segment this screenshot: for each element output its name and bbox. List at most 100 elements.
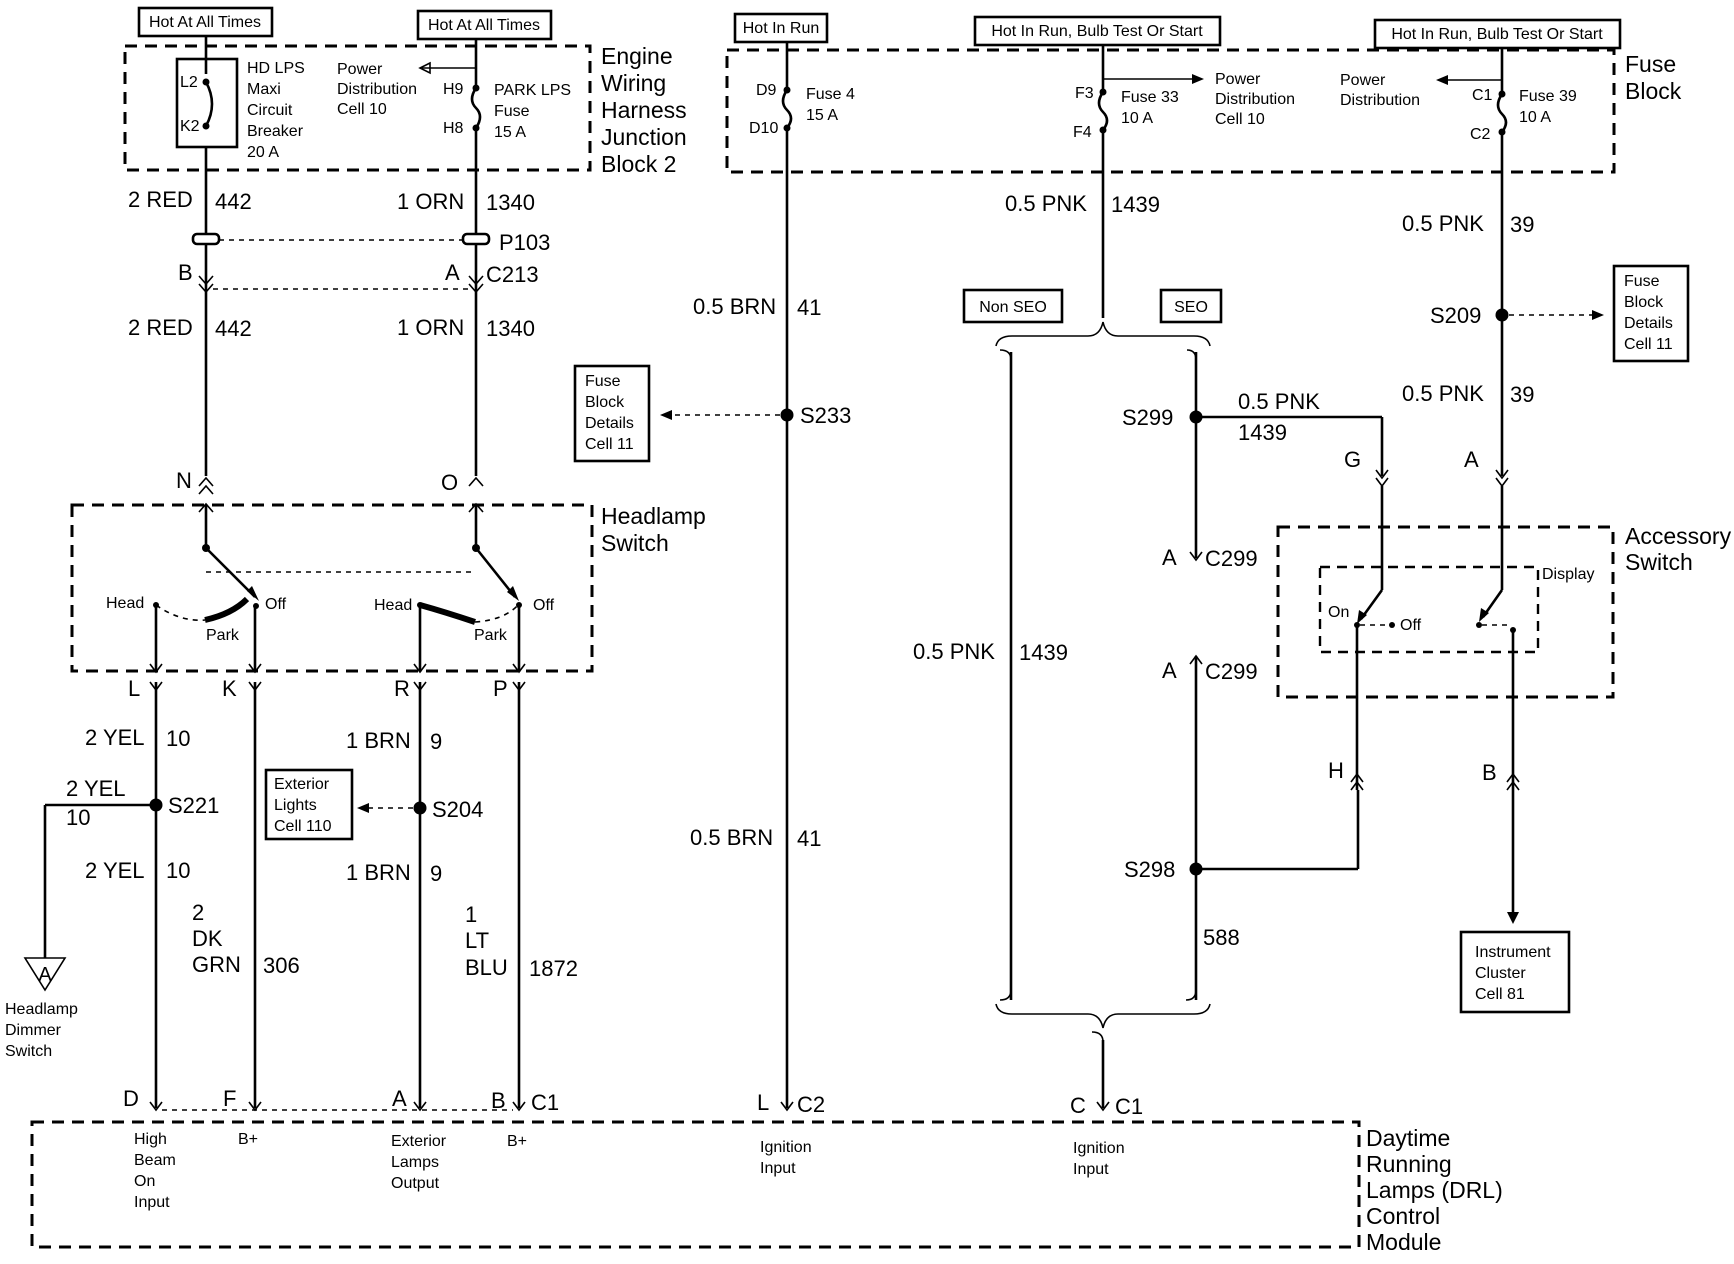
svg-text:L2: L2 [180, 74, 198, 91]
accessory-inner-box [1318, 565, 1540, 654]
svg-text:1872: 1872 [529, 956, 578, 981]
accessory-switch-box [1276, 525, 1615, 699]
svg-text:9: 9 [430, 861, 442, 886]
svg-text:F4: F4 [1073, 124, 1092, 141]
svg-text:41: 41 [797, 826, 821, 851]
svg-text:Fuse 415 A: Fuse 415 A [806, 86, 855, 124]
svg-text:B+: B+ [507, 1133, 527, 1150]
svg-text:0.5 PNK: 0.5 PNK [1402, 381, 1484, 406]
svg-text:Display: Display [1542, 566, 1594, 583]
svg-text:D9: D9 [756, 82, 777, 99]
svg-text:K: K [222, 676, 237, 701]
svg-text:1340: 1340 [486, 316, 535, 341]
svg-text:Head: Head [106, 595, 144, 612]
svg-text:1 ORN: 1 ORN [397, 189, 464, 214]
svg-text:0.5 PNK: 0.5 PNK [1005, 191, 1087, 216]
svg-text:L: L [757, 1090, 769, 1115]
svg-text:1 ORN: 1 ORN [397, 315, 464, 340]
svg-text:10: 10 [166, 726, 190, 751]
svg-text:0.5 PNK: 0.5 PNK [1238, 389, 1320, 414]
svg-text:B: B [178, 260, 193, 285]
svg-text:A: A [1464, 447, 1479, 472]
svg-text:O: O [441, 470, 458, 495]
svg-text:Hot At All Times: Hot At All Times [149, 14, 261, 31]
svg-text:Park: Park [206, 627, 240, 644]
svg-text:R: R [394, 676, 410, 701]
svg-text:C1: C1 [1472, 87, 1493, 104]
headlamp-switch-box [70, 503, 594, 673]
svg-text:A: A [445, 260, 460, 285]
svg-text:C299: C299 [1205, 659, 1258, 684]
svg-text:39: 39 [1510, 382, 1534, 407]
svg-text:S221: S221 [168, 793, 219, 818]
svg-text:S204: S204 [432, 797, 483, 822]
svg-text:0.5 BRN: 0.5 BRN [693, 294, 776, 319]
svg-text:2 RED: 2 RED [128, 187, 193, 212]
svg-text:C1: C1 [1115, 1094, 1143, 1119]
svg-text:Off: Off [265, 596, 287, 613]
svg-text:H8: H8 [443, 120, 464, 137]
svg-text:1439: 1439 [1019, 640, 1068, 665]
drl-module-box [30, 1120, 1361, 1249]
svg-text:39: 39 [1510, 212, 1534, 237]
headlamp-dimmer-connector [23, 957, 67, 992]
svg-text:B: B [1482, 760, 1497, 785]
svg-text:Park: Park [474, 627, 508, 644]
svg-text:B+: B+ [238, 1131, 258, 1148]
svg-text:Head: Head [374, 597, 412, 614]
ewhjb-box [123, 44, 592, 172]
svg-text:S233: S233 [800, 403, 851, 428]
svg-text:B: B [491, 1088, 506, 1113]
feed-label-hot-in-run: Hot In Run [733, 12, 829, 44]
fuse-block-box [725, 48, 1616, 174]
feed-label-hot-all-times-1: Hot At All Times [137, 6, 274, 38]
svg-text:2 YEL: 2 YEL [85, 858, 145, 883]
svg-text:10: 10 [66, 805, 90, 830]
svg-text:C: C [1070, 1093, 1086, 1118]
svg-text:Hot In Run: Hot In Run [743, 20, 819, 37]
svg-text:442: 442 [215, 189, 252, 214]
option-non-seo: Non SEO [962, 288, 1064, 324]
svg-text:0.5 PNK: 0.5 PNK [1402, 211, 1484, 236]
feed-label-hot-bulb-2: Hot In Run, Bulb Test Or Start [1373, 18, 1622, 50]
svg-text:Hot At All Times: Hot At All Times [428, 17, 540, 34]
svg-text:SEO: SEO [1174, 299, 1208, 316]
svg-text:1439: 1439 [1111, 192, 1160, 217]
svg-text:Non SEO: Non SEO [979, 299, 1047, 316]
svg-text:S299: S299 [1122, 405, 1173, 430]
svg-text:10: 10 [166, 858, 190, 883]
svg-text:41: 41 [797, 295, 821, 320]
svg-text:P103: P103 [499, 230, 550, 255]
svg-text:Off: Off [533, 597, 555, 614]
svg-text:1 BRN: 1 BRN [346, 728, 411, 753]
svg-text:C2: C2 [1470, 126, 1491, 143]
svg-text:C213: C213 [486, 262, 539, 287]
svg-text:A: A [392, 1086, 407, 1111]
svg-text:Hot In Run, Bulb Test Or Start: Hot In Run, Bulb Test Or Start [1391, 26, 1603, 43]
svg-text:D: D [123, 1086, 139, 1111]
svg-text:0.5 BRN: 0.5 BRN [690, 825, 773, 850]
svg-text:H9: H9 [443, 81, 464, 98]
